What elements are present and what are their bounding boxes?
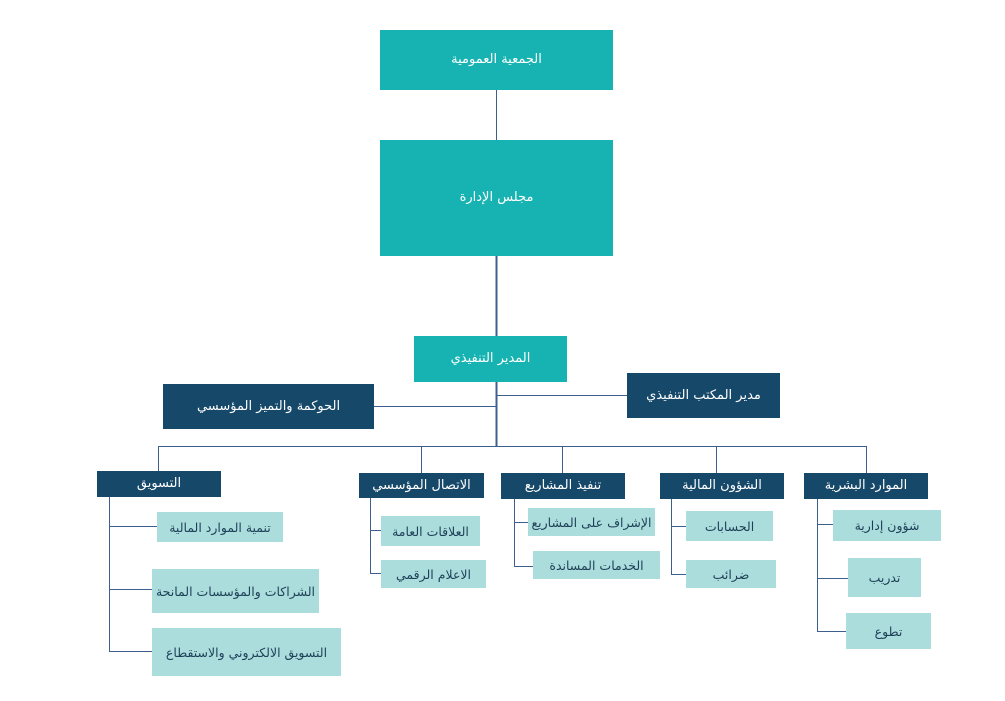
sub-unit-training: تدريب (848, 558, 921, 597)
sub-unit-label: التسويق الالكتروني والاستقطاع (165, 644, 328, 660)
sub-unit-volunteering: تطوع (846, 613, 931, 649)
sub-unit-e-marketing: التسويق الالكتروني والاستقطاع (152, 628, 341, 676)
sub-unit-label: شؤون إدارية (854, 518, 920, 533)
general-assembly-label: الجمعية العمومية (451, 52, 542, 68)
exec-office-manager-box: مدير المكتب التنفيذي (627, 373, 780, 418)
board-of-directors-box: مجلس الإدارة (380, 140, 613, 256)
governance-label: الحوكمة والتميز المؤسسي (196, 398, 341, 414)
board-of-directors-label: مجلس الإدارة (459, 190, 534, 206)
sub-unit-public-relations: العلاقات العامة (381, 516, 480, 546)
department-finance: الشؤون المالية (660, 473, 784, 499)
sub-unit-label: ضرائب (712, 566, 750, 582)
department-marketing: التسويق (97, 471, 221, 497)
department-communication: الاتصال المؤسسي (359, 473, 484, 498)
sub-unit-label: العلاقات العامة (392, 523, 469, 539)
general-assembly-box: الجمعية العمومية (380, 30, 613, 90)
department-hr: الموارد البشرية (804, 473, 928, 499)
sub-unit-label: تطوع (874, 623, 903, 639)
department-hr-label: الموارد البشرية (824, 478, 908, 494)
sub-unit-label: الحسابات (704, 518, 755, 534)
executive-director-box: المدير التنفيذي (414, 336, 567, 382)
sub-unit-partnerships: الشراكات والمؤسسات المانحة (152, 569, 319, 613)
sub-unit-project-supervision: الإشراف على المشاريع (528, 508, 655, 536)
sub-unit-digital-media: الاعلام الرقمي (381, 560, 486, 588)
department-marketing-label: التسويق (136, 476, 182, 492)
department-projects-label: تنفيذ المشاريع (524, 478, 602, 494)
sub-unit-label: تنمية الموارد المالية (169, 519, 271, 535)
governance-box: الحوكمة والتميز المؤسسي (163, 384, 374, 429)
executive-director-label: المدير التنفيذي (450, 351, 531, 367)
sub-unit-label: الاعلام الرقمي (395, 566, 472, 582)
sub-unit-accounts: الحسابات (686, 511, 773, 541)
department-communication-label: الاتصال المؤسسي (372, 477, 471, 493)
sub-unit-label: تدريب (868, 570, 901, 585)
sub-unit-label: الخدمات المساندة (549, 557, 644, 573)
sub-unit-label: الإشراف على المشاريع (531, 514, 652, 530)
department-finance-label: الشؤون المالية (682, 478, 762, 494)
sub-unit-support-services: الخدمات المساندة (533, 551, 660, 579)
sub-unit-financial-resources: تنمية الموارد المالية (157, 512, 283, 542)
sub-unit-administrative-affairs: شؤون إدارية (833, 510, 941, 541)
exec-office-manager-label: مدير المكتب التنفيذي (646, 387, 761, 403)
department-projects: تنفيذ المشاريع (501, 473, 625, 499)
sub-unit-taxes: ضرائب (686, 560, 776, 588)
sub-unit-label: الشراكات والمؤسسات المانحة (155, 583, 316, 599)
